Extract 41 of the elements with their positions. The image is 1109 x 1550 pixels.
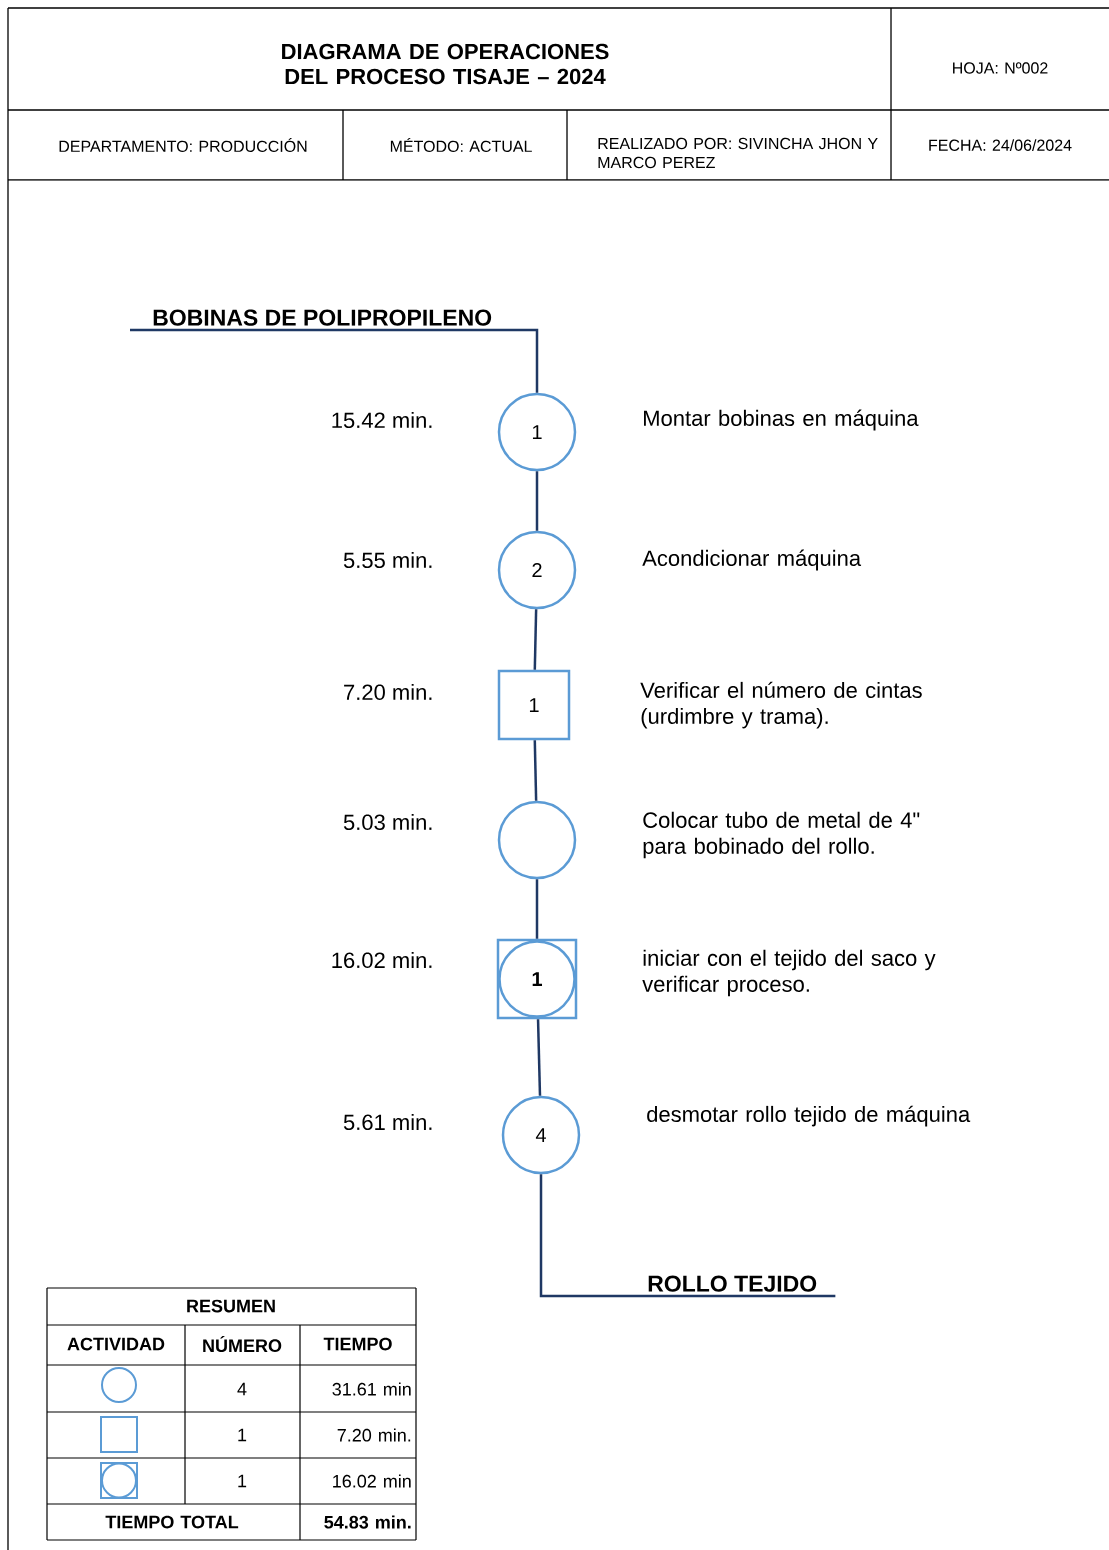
header-cell: DEPARTAMENTO: PRODUCCIÓN bbox=[59, 138, 307, 152]
flow-line bbox=[130, 328, 539, 393]
table-cell: 1 bbox=[238, 1428, 247, 1442]
flow-line bbox=[533, 609, 538, 670]
flow-line bbox=[535, 471, 539, 531]
flow-line bbox=[533, 740, 538, 801]
operation-description: desmotar rollo tejido de máquina bbox=[647, 1105, 971, 1127]
time-label: 5.61 min. bbox=[343, 1113, 432, 1131]
title: DIAGRAMA DE OPERACIONES DEL PROCESO TISAJE – 2024 bbox=[282, 43, 609, 85]
start-label: BOBINAS DE POLIPROPILENO bbox=[153, 309, 492, 326]
table-cell: 4 bbox=[237, 1382, 247, 1396]
sheet-number: HOJA: Nº002 bbox=[953, 62, 1048, 74]
operation-circle bbox=[497, 800, 577, 880]
table-header: RESUMEN bbox=[187, 1299, 275, 1313]
header-cell: REALIZADO POR: SIVINCHA JHON Y MARCO PEREZ bbox=[598, 137, 878, 169]
table-cell: 1 bbox=[238, 1474, 247, 1488]
table-cell: 31.61 min bbox=[332, 1382, 411, 1396]
operation-description: Acondicionar máquina bbox=[642, 549, 862, 571]
end-label: ROLLO TEJIDO bbox=[648, 1275, 817, 1292]
header-cell: FECHA: 24/06/2024 bbox=[929, 139, 1072, 151]
flow-line bbox=[536, 1019, 542, 1096]
time-label: 5.03 min. bbox=[343, 813, 432, 831]
time-label: 16.02 min. bbox=[332, 951, 432, 969]
table-header: ACTIVIDAD bbox=[67, 1337, 165, 1351]
operation-description: iniciar con el tejido del saco y verificar proceso. bbox=[642, 949, 936, 997]
table-header: NÚMERO bbox=[203, 1335, 282, 1353]
table-cell: 54.83 min. bbox=[324, 1515, 411, 1529]
operation-description: Colocar tubo de metal de 4" para bobinado del rollo. bbox=[643, 811, 920, 859]
header-cell: MÉTODO: ACTUAL bbox=[390, 138, 532, 152]
table-cell: 7.20 min. bbox=[337, 1428, 411, 1442]
time-label: 5.55 min. bbox=[343, 551, 432, 569]
flow-line bbox=[539, 1174, 836, 1298]
flow-line bbox=[535, 879, 539, 939]
time-label: 15.42 min. bbox=[332, 411, 432, 429]
operation-description: Verificar el número de cintas (urdimbre y trama). bbox=[640, 681, 922, 729]
table-cell: 16.02 min bbox=[333, 1474, 411, 1488]
operation-description: Montar bobinas en máquina bbox=[644, 409, 919, 431]
inspection-square: 1 bbox=[497, 669, 571, 741]
table-header: TIEMPO bbox=[323, 1337, 392, 1351]
time-label: 7.20 min. bbox=[344, 683, 432, 701]
table-cell: TIEMPO TOTAL bbox=[105, 1515, 239, 1529]
